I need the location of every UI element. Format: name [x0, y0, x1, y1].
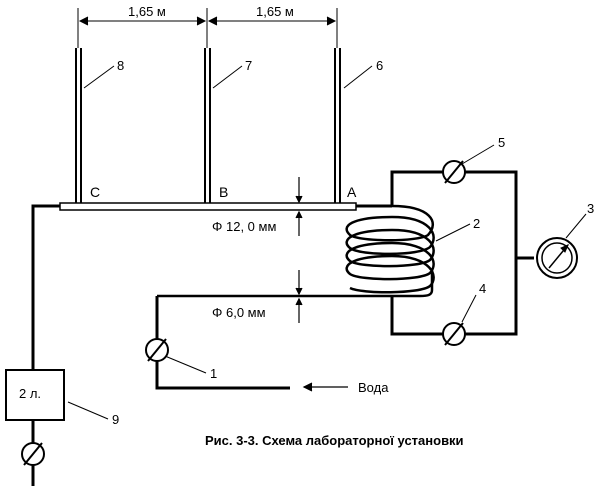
piezometer-tube-6: [334, 48, 341, 203]
leader-4: [461, 294, 477, 323]
point-a: A: [347, 184, 357, 200]
leader-8: [83, 65, 115, 89]
number-8: 8: [117, 58, 124, 73]
drain-pipe: [31, 204, 60, 370]
water-inlet-arrow: [302, 382, 348, 392]
dimension-right-label: 1,65 м: [256, 4, 294, 19]
dimension-left-label: 1,65 м: [128, 4, 166, 19]
leader-6: [343, 65, 373, 89]
wide-pipe: [59, 202, 357, 211]
leader-3: [565, 213, 587, 239]
narrow-pipe-diameter-label: Φ 6,0 мм: [212, 305, 266, 320]
leader-2: [435, 223, 471, 242]
leader-7: [212, 65, 243, 89]
piezometer-tube-7: [204, 48, 211, 203]
coil-heat-exchanger: [157, 204, 435, 298]
valve-1: [145, 338, 169, 362]
leader-5: [461, 144, 495, 165]
leader-9: [67, 401, 109, 420]
number-1: 1: [210, 366, 217, 381]
valve-4: [442, 322, 466, 346]
number-9: 9: [112, 412, 119, 427]
leader-1: [164, 355, 207, 374]
valve-5: [442, 160, 466, 184]
number-2: 2: [473, 216, 480, 231]
figure-caption: Рис. 3-3. Схема лабораторної установки: [205, 433, 464, 448]
wide-pipe-diameter-label: Φ 12, 0 мм: [212, 219, 276, 234]
point-c: C: [90, 184, 100, 200]
water-label: Вода: [358, 380, 389, 395]
tank: [5, 369, 65, 421]
number-3: 3: [587, 201, 594, 216]
narrow-pipe-diameter-marker: [295, 270, 303, 323]
dimension-arrow-left: [78, 16, 207, 26]
pressure-gauge-3: [536, 237, 578, 279]
dimension-arrow-right: [207, 16, 337, 26]
tank-label: 2 л.: [19, 386, 41, 401]
point-b: B: [219, 184, 228, 200]
number-6: 6: [376, 58, 383, 73]
number-5: 5: [498, 135, 505, 150]
valve-tank: [21, 442, 45, 466]
number-4: 4: [479, 281, 486, 296]
piezometer-tube-8: [75, 48, 82, 203]
wide-pipe-diameter-marker: [295, 177, 303, 236]
narrow-pipe: [155, 296, 290, 390]
number-7: 7: [245, 58, 252, 73]
